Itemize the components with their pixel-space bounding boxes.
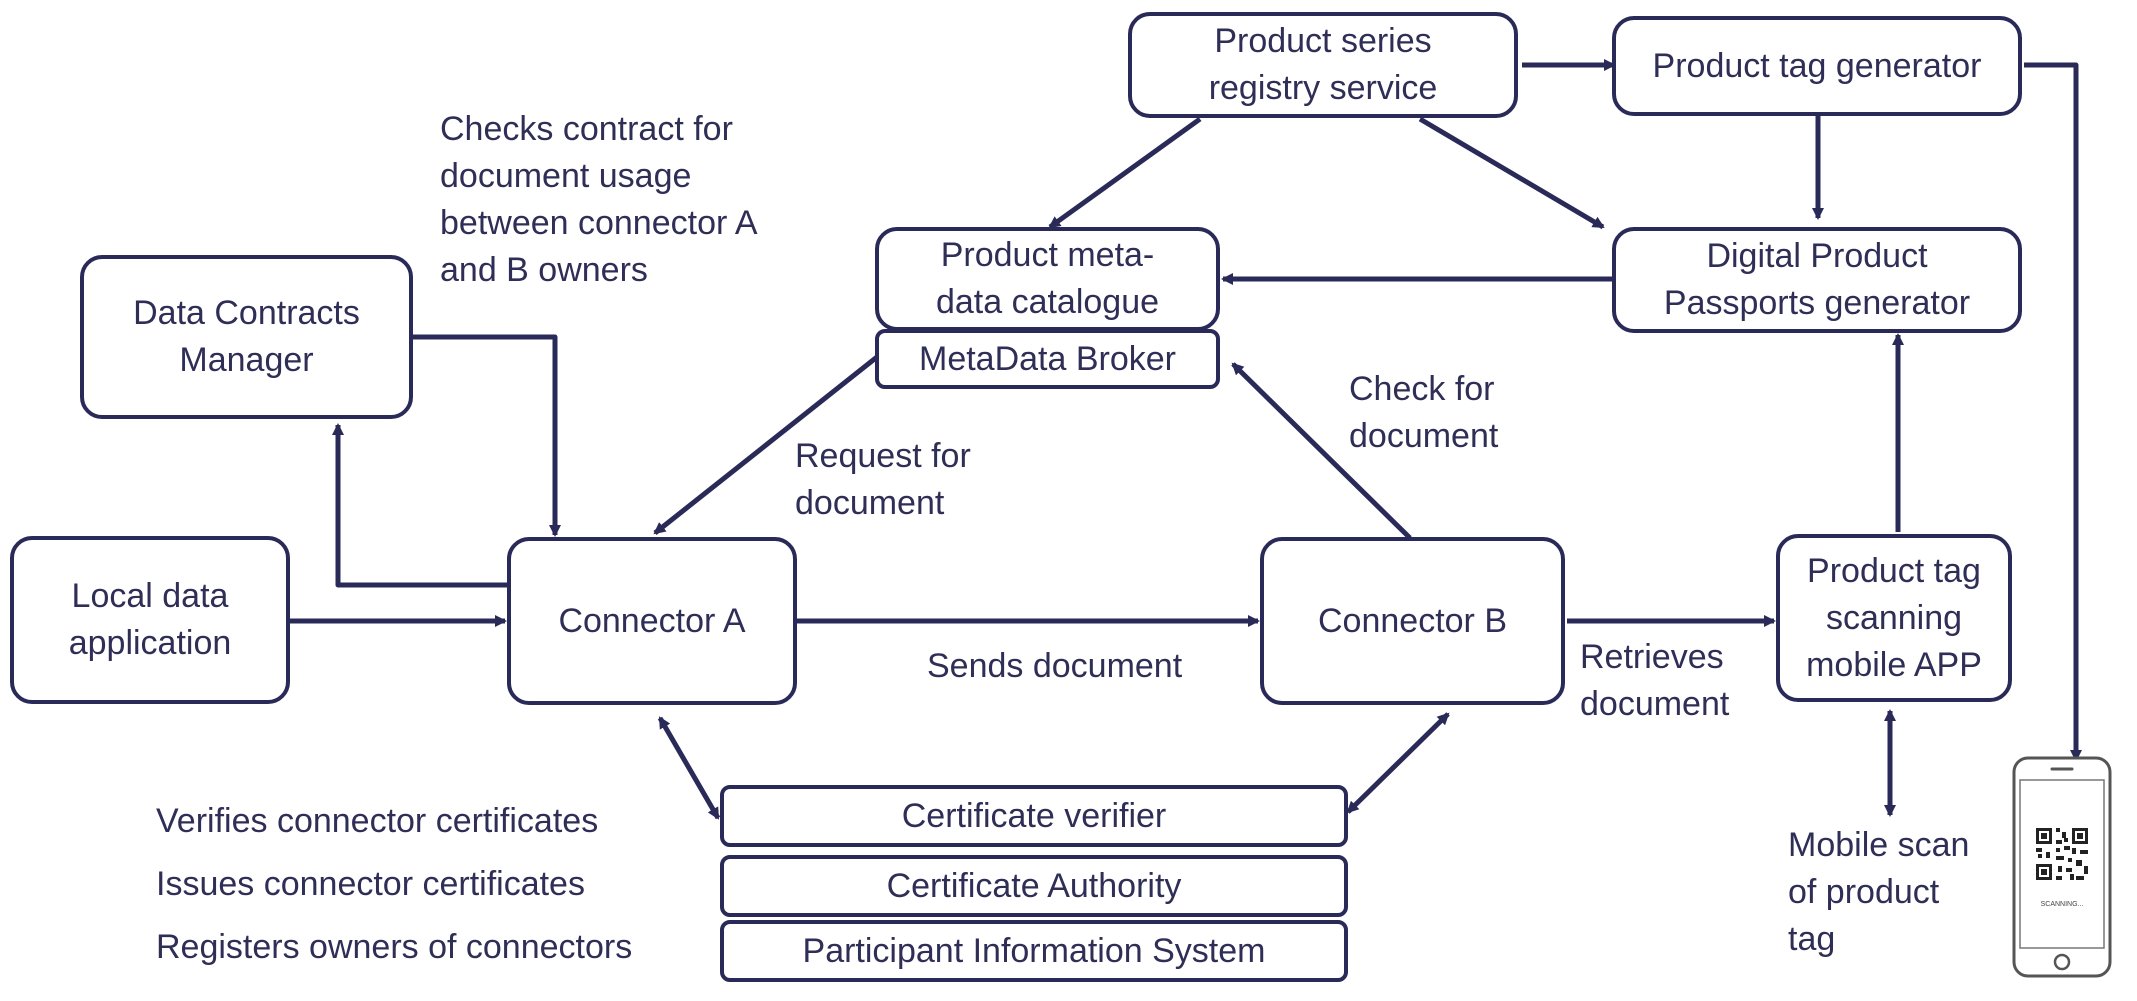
verifies-certificates-annotation: Verifies connector certificates	[156, 802, 599, 840]
digital-product-passports-generator-label: Digital Product Passports generator	[1663, 237, 1971, 322]
checks-contract-annotation: Checks contract for document usage betwe…	[440, 110, 758, 289]
certificate-verifier-box: Certificate verifier	[720, 785, 1348, 847]
digital-product-passports-generator-box: Digital Product Passports generator	[1612, 227, 2022, 333]
connector-b-label: Connector B	[1318, 601, 1507, 640]
qr-code-icon	[2036, 828, 2088, 880]
mobile-scan-annotation: Mobile scan of product tag	[1788, 826, 1970, 958]
participant-information-system-box: Participant Information System	[720, 920, 1348, 982]
data-contracts-manager-box: Data Contracts Manager	[80, 255, 413, 419]
registers-owners-annotation: Registers owners of connectors	[156, 928, 633, 966]
arrow-registry-to-catalogue	[1048, 116, 1202, 230]
certificate-verifier-label: Certificate verifier	[901, 796, 1167, 835]
product-metadata-catalogue-label: Product meta- data catalogue	[935, 236, 1160, 321]
connector-a-label: Connector A	[558, 601, 746, 640]
arrow-connector-a-certificate-verifier	[657, 716, 721, 820]
arrow-connector-a-to-contracts	[332, 423, 507, 588]
connector-a-box: Connector A	[507, 537, 797, 705]
product-series-registry-box: Product series registry service	[1128, 12, 1518, 118]
arrow-tag-generator-to-phone	[2024, 62, 2082, 762]
product-tag-generator-box: Product tag generator	[1612, 16, 2022, 116]
certificate-authority-box: Certificate Authority	[720, 855, 1348, 917]
request-for-document-annotation: Request for document	[795, 437, 971, 522]
sends-document-annotation: Sends document	[927, 647, 1183, 685]
product-tag-scanning-app-label: Product tag scanning mobile APP	[1806, 551, 1982, 684]
retrieves-document-annotation: Retrieves document	[1580, 638, 1730, 723]
product-series-registry-label: Product series registry service	[1208, 22, 1438, 107]
product-tag-generator-label: Product tag generator	[1652, 46, 1982, 85]
metadata-broker-label: MetaData Broker	[919, 339, 1176, 378]
arrow-connector-b-certificate-verifier	[1346, 712, 1450, 814]
local-data-application-box: Local data application	[10, 536, 290, 704]
product-metadata-catalogue-box: Product meta- data catalogue	[875, 227, 1220, 331]
connector-b-box: Connector B	[1260, 537, 1565, 705]
arrow-registry-to-dpp	[1418, 116, 1605, 230]
product-tag-scanning-app-box: Product tag scanning mobile APP	[1776, 534, 2012, 702]
arrow-connector-b-to-broker	[1231, 362, 1412, 540]
certificate-authority-label: Certificate Authority	[886, 866, 1182, 905]
metadata-broker-box: MetaData Broker	[875, 329, 1220, 389]
arrow-contracts-to-connector-a	[413, 334, 561, 537]
issues-certificates-annotation: Issues connector certificates	[156, 865, 585, 903]
local-data-application-label: Local data application	[68, 577, 232, 662]
phone-screen-text: SCANNING...	[2041, 901, 2084, 908]
check-for-document-annotation: Check for document	[1349, 370, 1499, 455]
arrow-broker-to-connector-a	[653, 355, 879, 535]
smartphone-qr-icon: SCANNING...	[2012, 756, 2112, 978]
participant-information-system-label: Participant Information System	[802, 931, 1266, 970]
data-contracts-manager-label: Data Contracts Manager	[133, 294, 360, 379]
